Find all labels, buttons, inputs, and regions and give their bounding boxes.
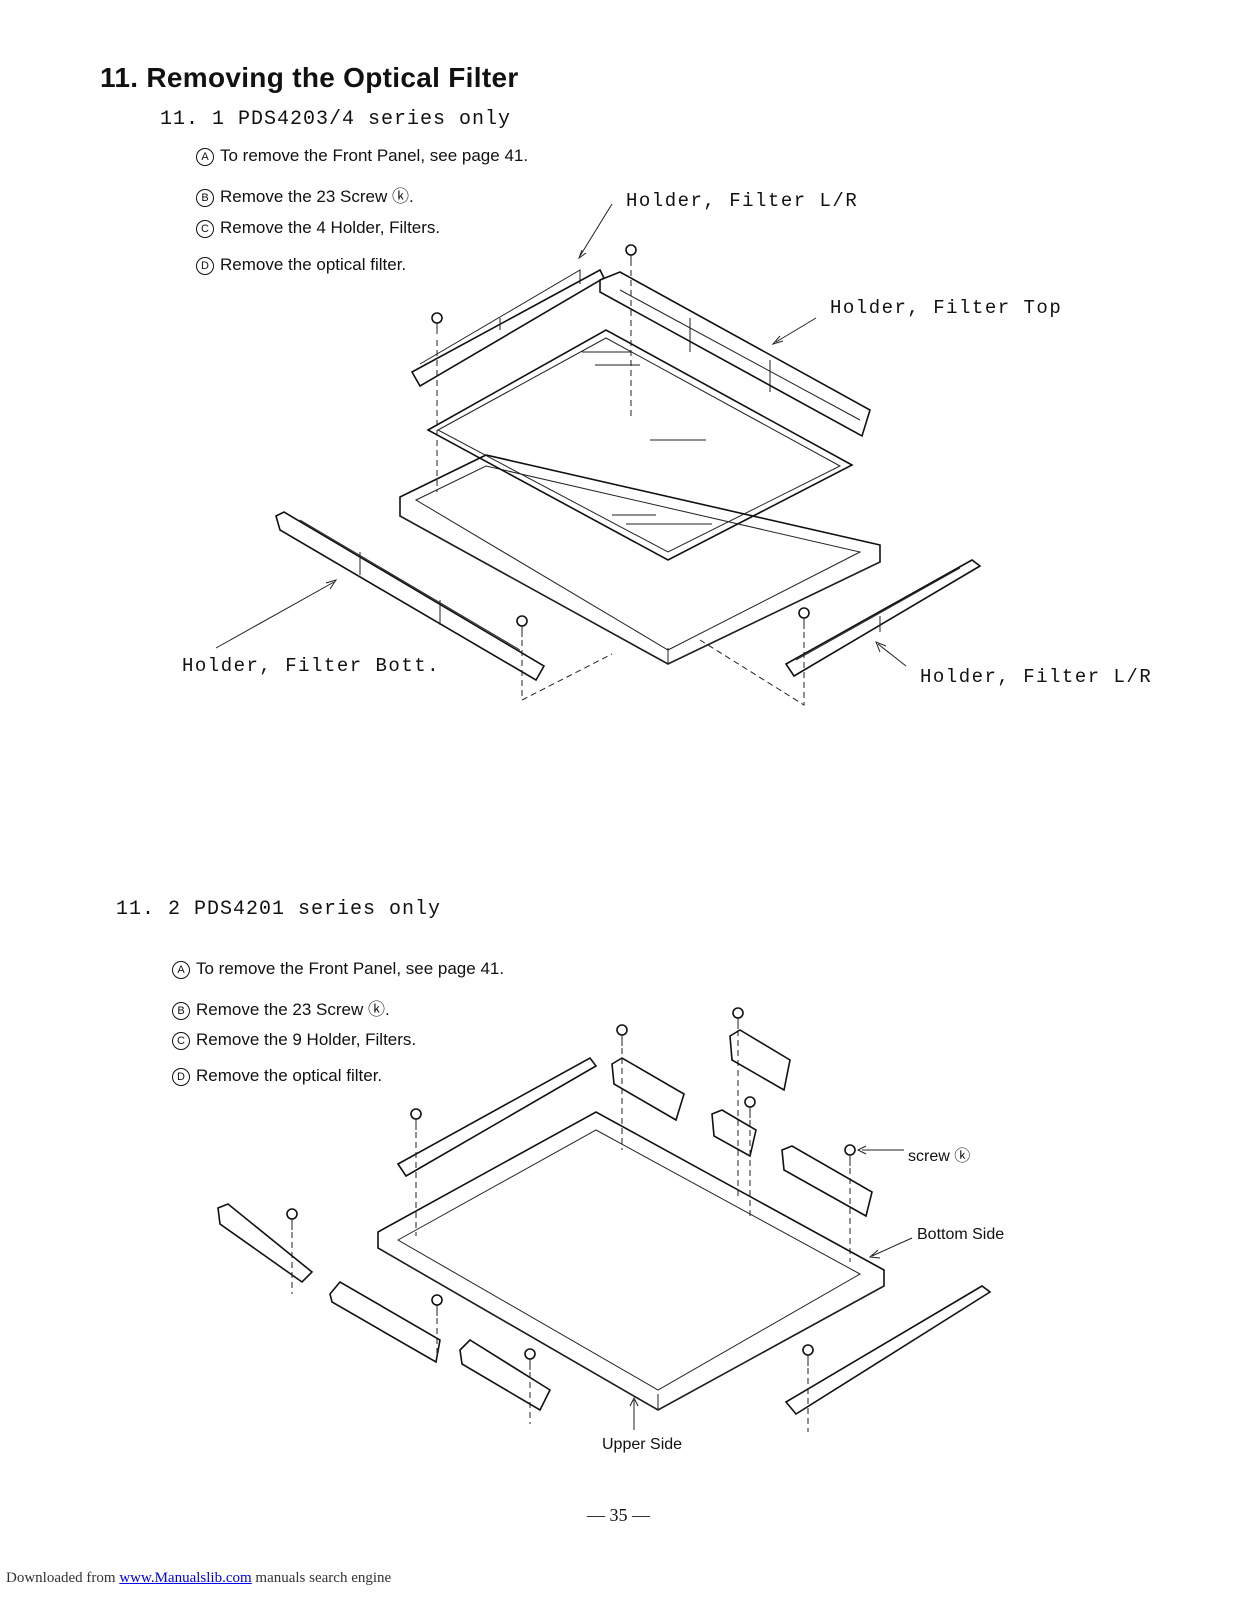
arrowhead-icon	[629, 1396, 639, 1407]
screw-icon	[616, 1024, 628, 1046]
arrowhead-icon	[325, 579, 338, 590]
leader-line	[877, 643, 907, 667]
holder-filter-bott	[275, 511, 546, 682]
section-1-heading: 11. 1 PDS4203/4 series only	[160, 108, 512, 131]
footer-link[interactable]: www.Manualslib.com	[119, 1570, 252, 1586]
base-frame-edge	[399, 515, 881, 665]
circled-letter-icon: B	[172, 1002, 190, 1020]
holder-filter	[711, 1109, 757, 1158]
base-frame-edge	[377, 1247, 885, 1411]
screw-icon	[625, 244, 637, 266]
circled-letter-icon: A	[172, 961, 190, 979]
holder-filter	[459, 1338, 552, 1412]
base-frame-inner	[414, 465, 862, 651]
holder-filter	[781, 1145, 873, 1218]
circled-letter-icon: D	[196, 257, 214, 275]
screw-icon	[516, 615, 528, 637]
screw-icon	[431, 1294, 443, 1316]
callout-holder-filter-lr-top: Holder, Filter L/R	[626, 190, 859, 212]
circled-letter-icon: C	[172, 1032, 190, 1050]
screw-icon	[524, 1348, 536, 1370]
holder-filter	[217, 1203, 314, 1284]
callout-holder-filter-top: Holder, Filter Top	[830, 297, 1063, 319]
screw-icon	[744, 1096, 756, 1118]
callout-upper-side: Upper Side	[602, 1436, 683, 1453]
alignment-lines	[291, 1030, 851, 1432]
holder-filter	[784, 1285, 992, 1416]
holder-filter	[396, 1056, 598, 1178]
circled-letter-icon: D	[172, 1068, 190, 1086]
optical-filter	[426, 329, 854, 561]
leader-line	[871, 1237, 913, 1257]
callout-holder-filter-bott: Holder, Filter Bott.	[182, 655, 441, 677]
holder-detail	[795, 567, 961, 661]
callout-bottom-side: Bottom Side	[917, 1226, 1005, 1243]
holder-filter-lr-top	[410, 268, 606, 388]
screw-icon	[410, 1108, 422, 1130]
screw-icon	[844, 1144, 856, 1166]
screw-icon	[286, 1208, 298, 1230]
diagram-1	[215, 203, 982, 706]
arrowhead-icon	[875, 641, 887, 653]
circled-letter-icon: C	[196, 220, 214, 238]
circled-letter-icon: A	[196, 148, 214, 166]
arrowhead-icon	[771, 335, 784, 345]
filter-glare	[582, 351, 712, 525]
circled-letter-icon: B	[196, 189, 214, 207]
leader-line	[215, 581, 335, 649]
arrowhead-icon	[577, 249, 587, 260]
screw-icon	[798, 607, 810, 629]
holder-filter-lr-bottom	[784, 559, 982, 678]
base-frame-inner	[396, 1129, 862, 1391]
screw-icon	[431, 312, 443, 334]
holder-filter	[729, 1029, 791, 1092]
alignment-lines	[436, 270, 805, 706]
optical-filter-border	[436, 337, 842, 553]
holder-filter	[611, 1057, 685, 1122]
page-title: 11. Removing the Optical Filter	[100, 62, 519, 93]
arrowhead-icon	[868, 1249, 881, 1259]
base-frame	[399, 454, 881, 665]
holder-filter	[329, 1280, 441, 1364]
callout-holder-filter-lr-bottom: Holder, Filter L/R	[920, 666, 1153, 688]
screw-icon	[732, 1007, 744, 1029]
holder-detail	[299, 519, 521, 651]
section-2-heading: 11. 2 PDS4201 series only	[116, 898, 442, 921]
holder-filter-top	[599, 271, 871, 438]
diagram-2	[217, 1007, 992, 1432]
footer: Downloaded from www.Manualslib.com manua…	[6, 1570, 392, 1586]
page-number: — 35 —	[587, 1505, 650, 1525]
leader-line	[775, 317, 817, 343]
callout-screw: screw ⓚ	[908, 1148, 971, 1165]
leader-line	[579, 203, 613, 257]
arrowhead-icon	[856, 1145, 867, 1155]
screw-icon	[802, 1344, 814, 1366]
holder-detail	[419, 269, 581, 365]
holder-detail	[619, 289, 861, 421]
